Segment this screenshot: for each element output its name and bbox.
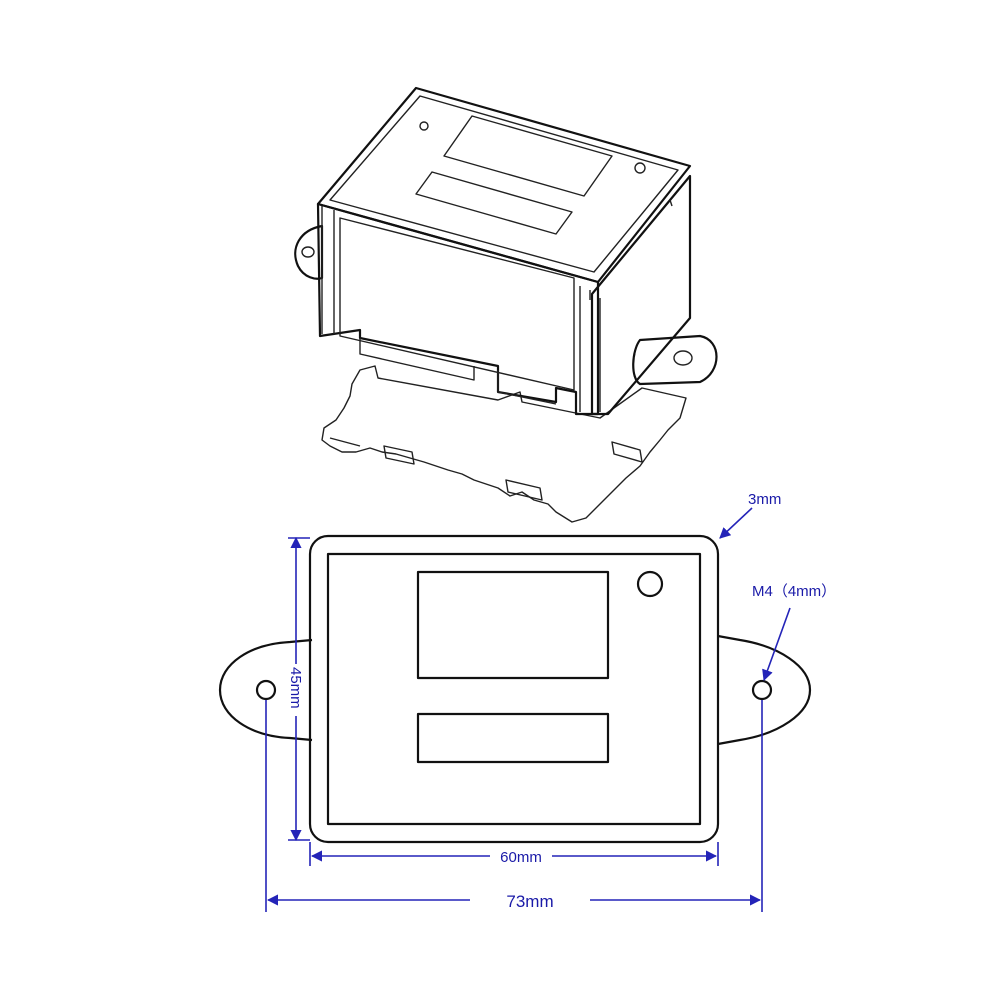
top-display-small xyxy=(415,171,573,235)
label-inner-width: 60mm xyxy=(500,849,542,866)
label-corner-radius: 3mm xyxy=(748,491,781,508)
side-face xyxy=(590,174,692,416)
back-plate xyxy=(321,365,687,523)
front-face xyxy=(316,202,600,416)
isometric-view xyxy=(294,86,718,523)
indicator-hole xyxy=(636,570,664,598)
top-screw-left xyxy=(419,121,429,131)
front-right-ear xyxy=(717,634,812,746)
front-window xyxy=(339,217,575,391)
mount-hole-right xyxy=(751,679,773,701)
label-total-width: 73mm xyxy=(506,892,553,911)
top-face xyxy=(316,86,692,284)
front-left-ear xyxy=(218,638,313,742)
right-ear-hole xyxy=(673,350,693,366)
top-screw-right xyxy=(634,162,646,174)
left-mount-ear xyxy=(294,224,324,280)
front-view xyxy=(218,534,812,844)
dimensions: 3mm M4（4mm） 45mm 60mm 73mm xyxy=(265,491,836,912)
display-window-small xyxy=(416,712,610,764)
right-mount-ear xyxy=(632,334,718,386)
display-window-large xyxy=(416,570,610,680)
top-display-large xyxy=(443,115,613,197)
label-height: 45mm xyxy=(287,667,304,709)
mount-hole-left xyxy=(255,679,277,701)
label-mount-hole: M4（4mm） xyxy=(752,583,836,600)
bezel-inner xyxy=(326,552,702,826)
corner-leader xyxy=(719,507,753,539)
body-outline xyxy=(308,534,720,844)
left-ear-hole xyxy=(301,246,315,258)
hole-leader xyxy=(762,607,791,682)
